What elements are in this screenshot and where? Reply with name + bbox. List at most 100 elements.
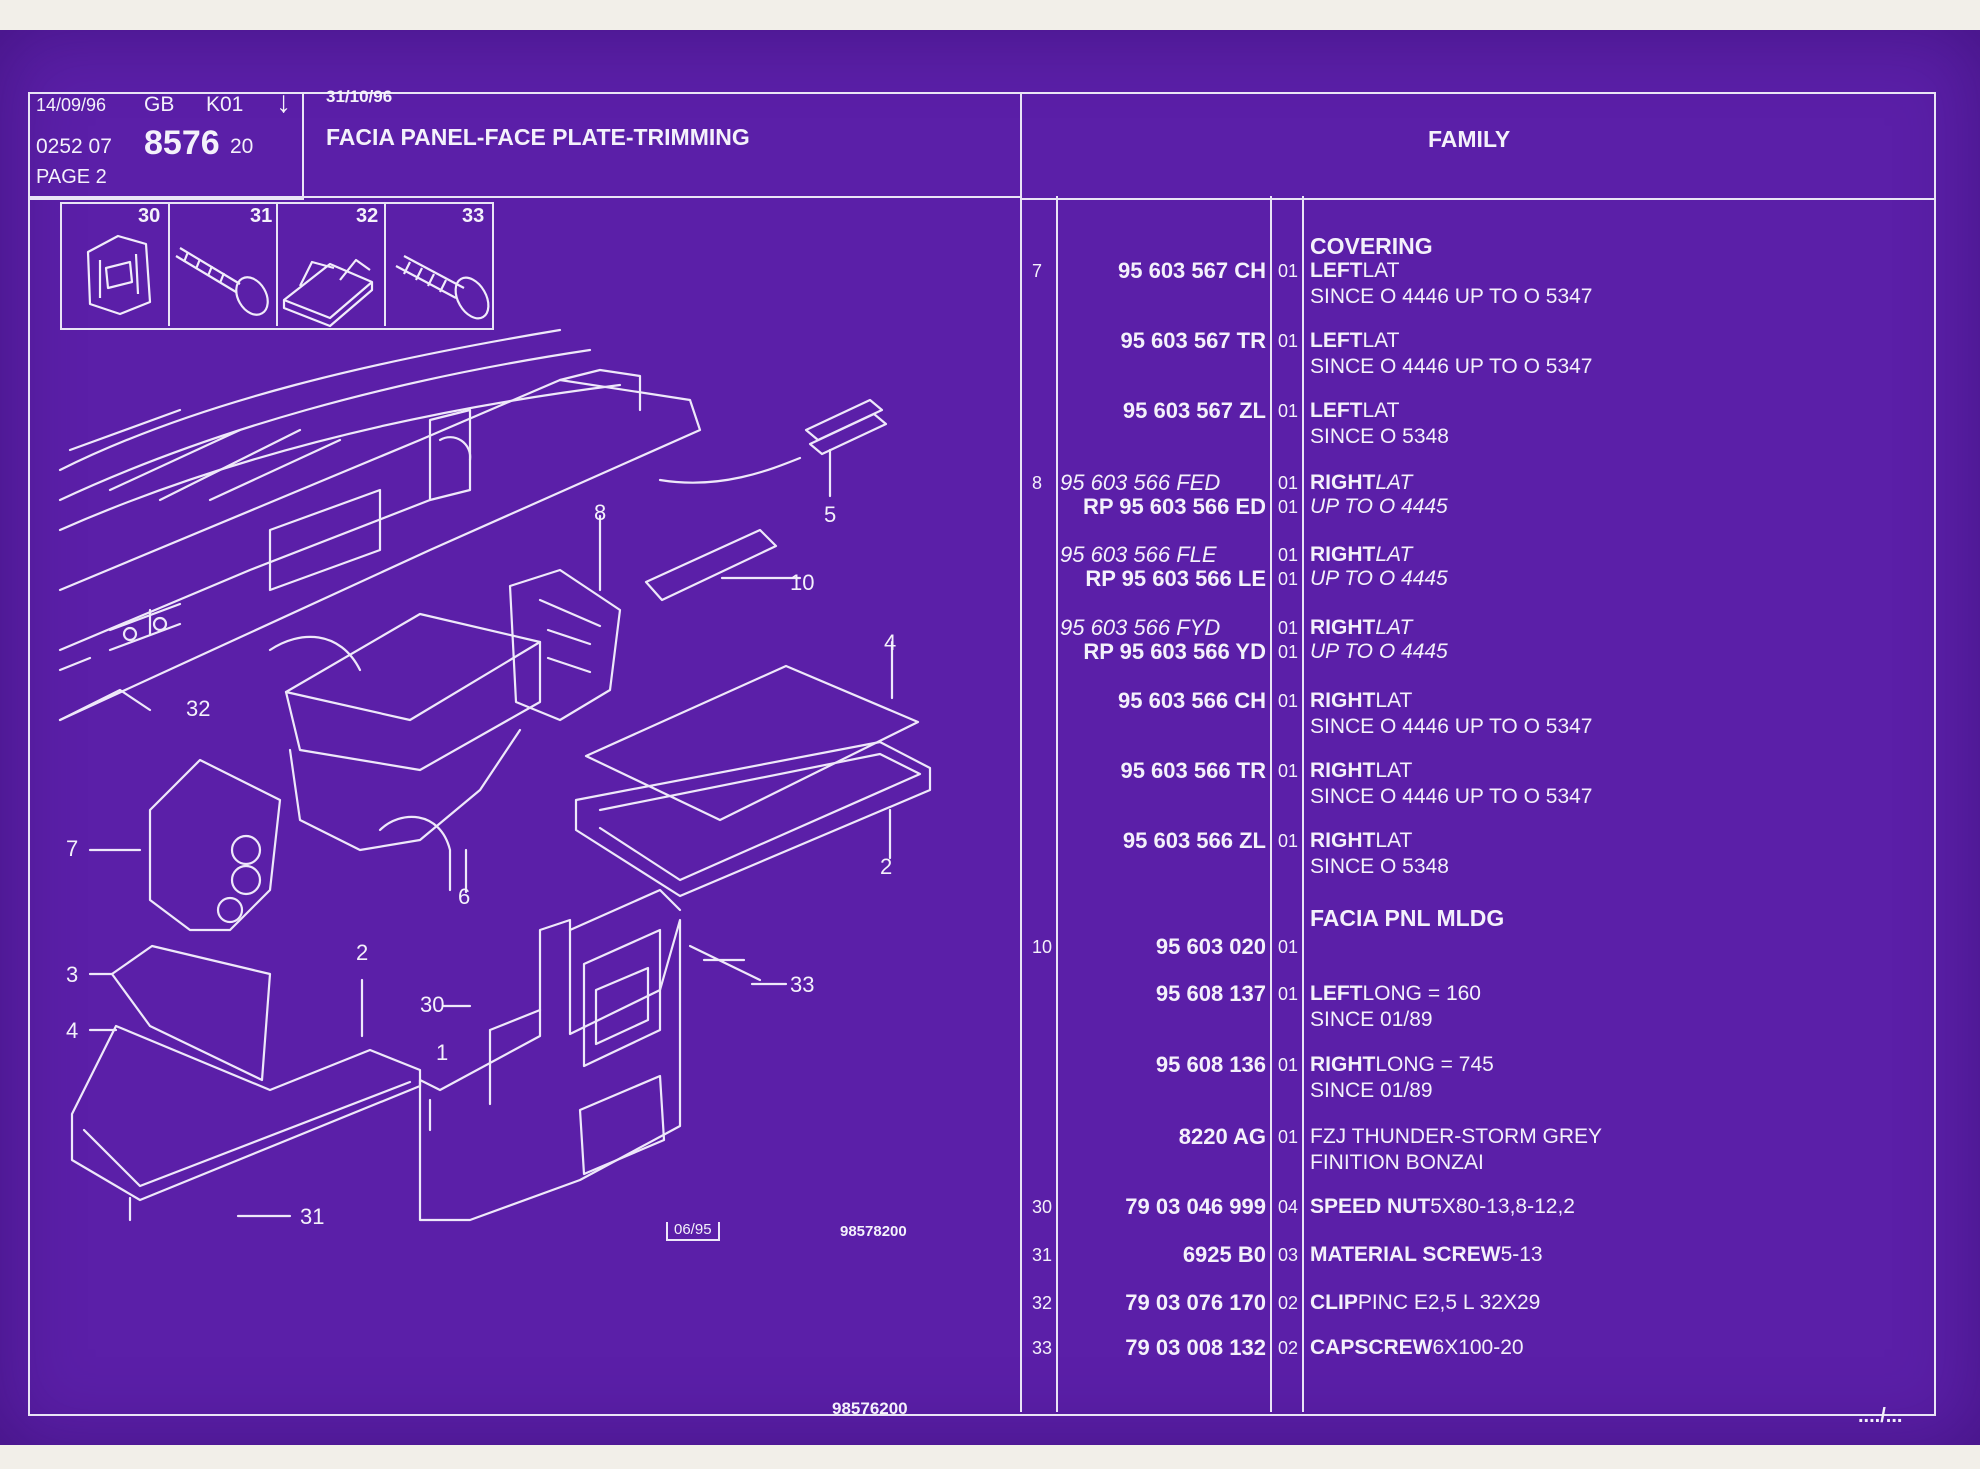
row-desc: CAPSCREW <box>1310 1336 1433 1359</box>
row-qty: 01 <box>1278 473 1299 493</box>
continued-marker: ..../... <box>1858 1405 1903 1427</box>
row-qty: 02 <box>1278 1338 1299 1358</box>
row-desc: FACIA PNL MLDG <box>1310 905 1505 931</box>
callout-4-left: 4 <box>66 1018 79 1043</box>
row-desc-detail: UP TO O 4445 <box>1310 640 1448 663</box>
row-desc-detail: LAT <box>1362 329 1400 352</box>
row-part-number: RP 95 603 566 LE <box>1085 566 1266 591</box>
drawing-code: 98578200 <box>840 1223 907 1240</box>
row-ref: 31 <box>1032 1245 1053 1265</box>
row-ref: 10 <box>1032 937 1053 957</box>
header-left-box <box>28 92 304 200</box>
row-desc: RIGHT <box>1310 616 1376 639</box>
row-part-number: 8220 AG <box>1178 1124 1266 1149</box>
outer-frame <box>28 92 1936 1416</box>
row-qty: 01 <box>1278 545 1299 565</box>
row-qty: 01 <box>1278 761 1299 781</box>
row-desc: MATERIAL SCREW <box>1310 1243 1501 1266</box>
header-ref-suffix: 20 <box>230 135 254 158</box>
row-part-number: 95 603 567 TR <box>1120 328 1266 353</box>
revision-stamp: 06/95 <box>666 1222 720 1241</box>
row-part-number: RP 95 603 566 ED <box>1082 494 1266 519</box>
row-desc-detail: 6X100-20 <box>1432 1336 1524 1359</box>
parts-catalogue-sheet: 14/09/96 GB K01 ↓ 0252 07 8576 20 PAGE 2… <box>0 30 1980 1445</box>
row-qty: 01 <box>1278 1055 1299 1075</box>
callout-2-right: 2 <box>880 854 893 879</box>
row-desc-detail: LONG = 160 <box>1362 982 1481 1005</box>
exploded-view-diagram <box>58 328 932 1222</box>
row-part-number: 95 603 566 FED <box>1060 470 1221 495</box>
row-desc-line2: SINCE O 5348 <box>1310 855 1449 878</box>
header-date: 14/09/96 <box>36 95 107 115</box>
row-qty: 01 <box>1278 331 1299 351</box>
inset-div-1 <box>168 202 170 326</box>
callout-33: 33 <box>790 972 815 997</box>
row-qty: 01 <box>1278 831 1299 851</box>
row-desc-detail: LAT <box>1375 471 1413 494</box>
row-qty: 01 <box>1278 618 1299 638</box>
family-header: FAMILY <box>1428 126 1511 152</box>
inset-label-33: 33 <box>462 205 485 227</box>
row-desc: SPEED NUT <box>1310 1195 1431 1218</box>
row-desc-line2: SINCE O 4446 UP TO O 5347 <box>1310 785 1593 808</box>
header-lang: GB <box>144 93 175 116</box>
row-qty: 01 <box>1278 1127 1299 1147</box>
row-desc: LEFT <box>1310 399 1363 422</box>
row-ref: 8 <box>1032 473 1043 493</box>
row-desc-detail: 5X80-13,8-12,2 <box>1430 1195 1575 1218</box>
header-date2: 31/10/96 <box>326 87 393 106</box>
clip-icon <box>282 258 374 328</box>
row-desc: RIGHT <box>1310 1053 1376 1076</box>
row-qty: 04 <box>1278 1197 1299 1217</box>
row-desc-line2: SINCE O 4446 UP TO O 5347 <box>1310 355 1593 378</box>
row-qty: 01 <box>1278 401 1299 421</box>
callout-10: 10 <box>790 570 815 595</box>
row-part-number: 95 603 567 CH <box>1118 258 1266 283</box>
speed-nut-icon <box>86 234 152 316</box>
callout-8: 8 <box>594 500 607 525</box>
callout-1: 1 <box>436 1040 449 1065</box>
row-desc-detail: LAT <box>1375 616 1413 639</box>
callout-2-left: 2 <box>356 940 369 965</box>
table-col-desc <box>1302 196 1304 1412</box>
row-part-number: 6925 B0 <box>1182 1242 1266 1267</box>
row-part-number: 95 608 137 <box>1155 981 1266 1006</box>
row-desc: RIGHT <box>1310 759 1376 782</box>
header-page: PAGE 2 <box>36 166 107 188</box>
row-desc-line2: SINCE O 5348 <box>1310 425 1449 448</box>
row-desc-detail: LAT <box>1375 829 1413 852</box>
row-part-number: 79 03 076 170 <box>1125 1290 1266 1315</box>
row-ref: 32 <box>1032 1293 1053 1313</box>
callout-3: 3 <box>66 962 79 987</box>
row-desc: RIGHT <box>1310 543 1376 566</box>
row-qty: 01 <box>1278 691 1299 711</box>
row-desc: LEFT <box>1310 259 1363 282</box>
inset-drawings <box>86 234 490 328</box>
row-part-number: 95 608 136 <box>1155 1052 1266 1077</box>
row-ref: 7 <box>1032 261 1043 281</box>
capscrew-icon <box>395 255 490 320</box>
row-desc: LEFT <box>1310 329 1363 352</box>
row-desc-detail: PINC E2,5 L 32X29 <box>1357 1291 1541 1314</box>
callout-4: 4 <box>884 630 897 655</box>
row-part-number: 95 603 566 FYD <box>1060 615 1221 640</box>
row-qty: 01 <box>1278 261 1299 281</box>
row-desc: RIGHT <box>1310 689 1376 712</box>
row-qty: 01 <box>1278 984 1299 1004</box>
row-desc-detail: LAT <box>1375 759 1413 782</box>
page-title: FACIA PANEL-FACE PLATE-TRIMMING <box>326 124 750 150</box>
row-desc: RIGHT <box>1310 471 1376 494</box>
row-desc-detail: LONG = 745 <box>1375 1053 1494 1076</box>
row-desc-detail: LAT <box>1375 543 1413 566</box>
callout-6: 6 <box>458 884 471 909</box>
row-part-number: RP 95 603 566 YD <box>1083 639 1266 664</box>
row-desc-line2: SINCE O 4446 UP TO O 5347 <box>1310 285 1593 308</box>
row-desc-detail: 5-13 <box>1500 1243 1543 1266</box>
row-part-number: 95 603 020 <box>1155 934 1266 959</box>
header-ref-main: 8576 <box>144 124 220 162</box>
row-part-number: 95 603 566 FLE <box>1060 542 1217 567</box>
bottom-drawing-code: 98576200 <box>832 1399 908 1418</box>
row-part-number: 95 603 566 TR <box>1120 758 1266 783</box>
column-divider <box>1020 92 1022 1412</box>
callout-32: 32 <box>186 696 211 721</box>
